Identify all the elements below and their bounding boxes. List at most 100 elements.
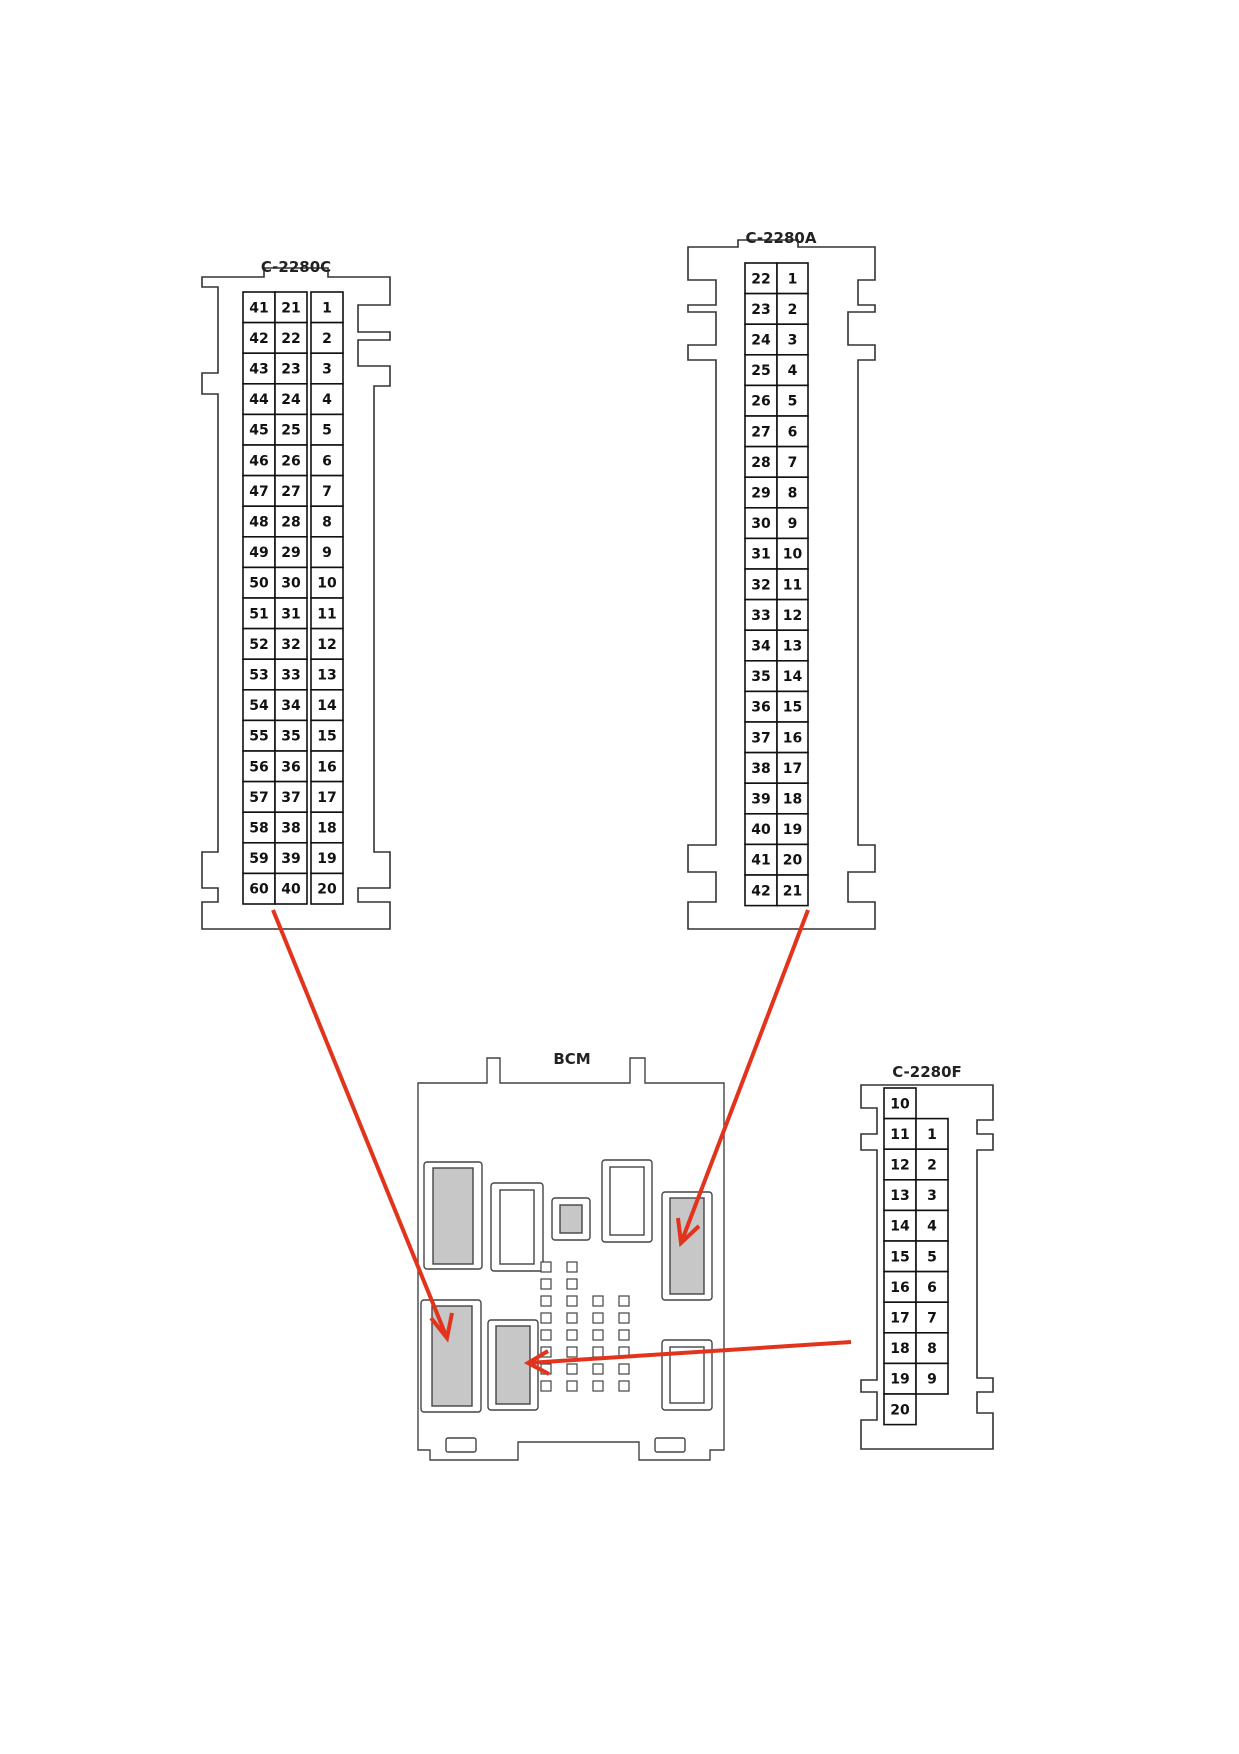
pin-number: 44	[249, 392, 269, 408]
pin-number: 22	[751, 271, 770, 287]
pin-number: 31	[751, 547, 770, 563]
pin-number: 15	[317, 729, 336, 745]
pin-number: 17	[890, 1311, 909, 1327]
fuse-hole	[540, 1295, 552, 1307]
connector-c2280c: C-2280C 41424344454647484950515253545556…	[201, 258, 391, 930]
fuse-hole	[592, 1346, 604, 1358]
pin-cell	[776, 445, 809, 479]
pin-number: 33	[751, 608, 770, 624]
pin-number: 1	[927, 1127, 937, 1143]
pin-number: 26	[281, 453, 300, 469]
pin-number: 21	[281, 300, 300, 316]
pin-number: 19	[317, 851, 336, 867]
pin-cell	[310, 841, 344, 875]
pin-number: 22	[281, 331, 300, 347]
pin-number: 36	[751, 700, 770, 716]
pin-number: 53	[249, 668, 268, 684]
pin-number: 35	[751, 669, 770, 685]
pin-number: 25	[281, 423, 300, 439]
pin-cell	[744, 292, 778, 326]
pin-cell	[274, 780, 308, 813]
pin-number: 12	[783, 608, 802, 624]
bcm-socket-tl	[432, 1167, 474, 1265]
pin-number: 4	[788, 363, 798, 379]
pin-cell	[744, 476, 778, 509]
pin-number: 45	[249, 423, 268, 439]
pin-number: 41	[751, 853, 770, 869]
pin-number: 13	[783, 639, 802, 655]
pin-number: 21	[783, 883, 802, 899]
arrowhead-c2280f	[523, 1349, 550, 1376]
pin-number: 7	[322, 484, 332, 500]
pin-number: 13	[890, 1188, 909, 1204]
pin-number: 51	[249, 606, 268, 622]
pin-number: 36	[281, 759, 300, 775]
pin-number: 2	[927, 1158, 937, 1174]
pin-cell	[310, 382, 344, 416]
pin-number: 52	[249, 637, 268, 653]
pin-number: 11	[890, 1127, 909, 1143]
pin-number: 6	[322, 453, 332, 469]
pin-cell	[274, 841, 308, 875]
pin-number: 28	[751, 455, 770, 471]
bcm-label: BCM	[553, 1050, 590, 1068]
pin-number: 24	[281, 392, 301, 408]
pin-number: 6	[927, 1280, 937, 1296]
pin-number: 30	[751, 516, 771, 532]
pin-cell	[242, 382, 276, 416]
fuse-hole	[618, 1363, 630, 1375]
pin-number: 60	[249, 882, 269, 898]
pin-cell	[744, 629, 778, 662]
pin-number: 23	[751, 302, 770, 318]
pin-cell	[883, 1087, 917, 1120]
pin-number: 47	[249, 484, 268, 500]
pin-number: 46	[249, 453, 268, 469]
pin-cell	[883, 1301, 917, 1334]
pin-number: 38	[751, 761, 770, 777]
pin-number: 56	[249, 759, 268, 775]
pin-number: 18	[890, 1341, 909, 1357]
pin-number: 39	[281, 851, 300, 867]
fuse-hole	[540, 1261, 552, 1273]
bcm-socket-white-1-inner	[499, 1189, 535, 1265]
pin-cell	[310, 444, 344, 477]
pin-cell	[242, 474, 276, 508]
pin-number: 32	[281, 637, 300, 653]
pin-number: 54	[249, 698, 269, 714]
pin-number: 26	[751, 394, 770, 410]
pin-cell	[310, 780, 344, 813]
pin-number: 16	[317, 759, 336, 775]
pin-number: 14	[317, 698, 337, 714]
pin-number: 2	[322, 331, 332, 347]
bcm-socket-bm	[495, 1325, 531, 1405]
fuse-hole	[566, 1312, 578, 1324]
arrow-c2280f-to-bcm	[527, 1340, 852, 1365]
pin-cell	[883, 1393, 917, 1426]
pin-number: 40	[751, 822, 771, 838]
fuse-hole	[540, 1380, 552, 1392]
pin-cell	[915, 1301, 949, 1334]
pin-number: 59	[249, 851, 268, 867]
pin-number: 24	[751, 333, 771, 349]
pin-cell	[776, 537, 809, 570]
pin-number: 43	[249, 362, 268, 378]
fuse-hole	[540, 1278, 552, 1290]
bcm-socket-right	[669, 1197, 705, 1295]
pin-number: 14	[890, 1219, 910, 1235]
pin-cell	[776, 751, 809, 784]
pin-cell	[744, 721, 778, 754]
pin-number: 27	[281, 484, 300, 500]
fuse-hole	[566, 1346, 578, 1358]
pin-number: 4	[322, 392, 332, 408]
pin-cell	[242, 780, 276, 813]
pin-number: 27	[751, 424, 770, 440]
bcm-latch-left	[445, 1437, 477, 1453]
pin-number: 20	[317, 882, 337, 898]
pin-cell	[274, 872, 308, 905]
fuse-hole	[592, 1380, 604, 1392]
pin-cell	[274, 658, 308, 691]
pin-number: 31	[281, 606, 300, 622]
pin-number: 17	[317, 790, 336, 806]
fuse-hole	[566, 1261, 578, 1273]
